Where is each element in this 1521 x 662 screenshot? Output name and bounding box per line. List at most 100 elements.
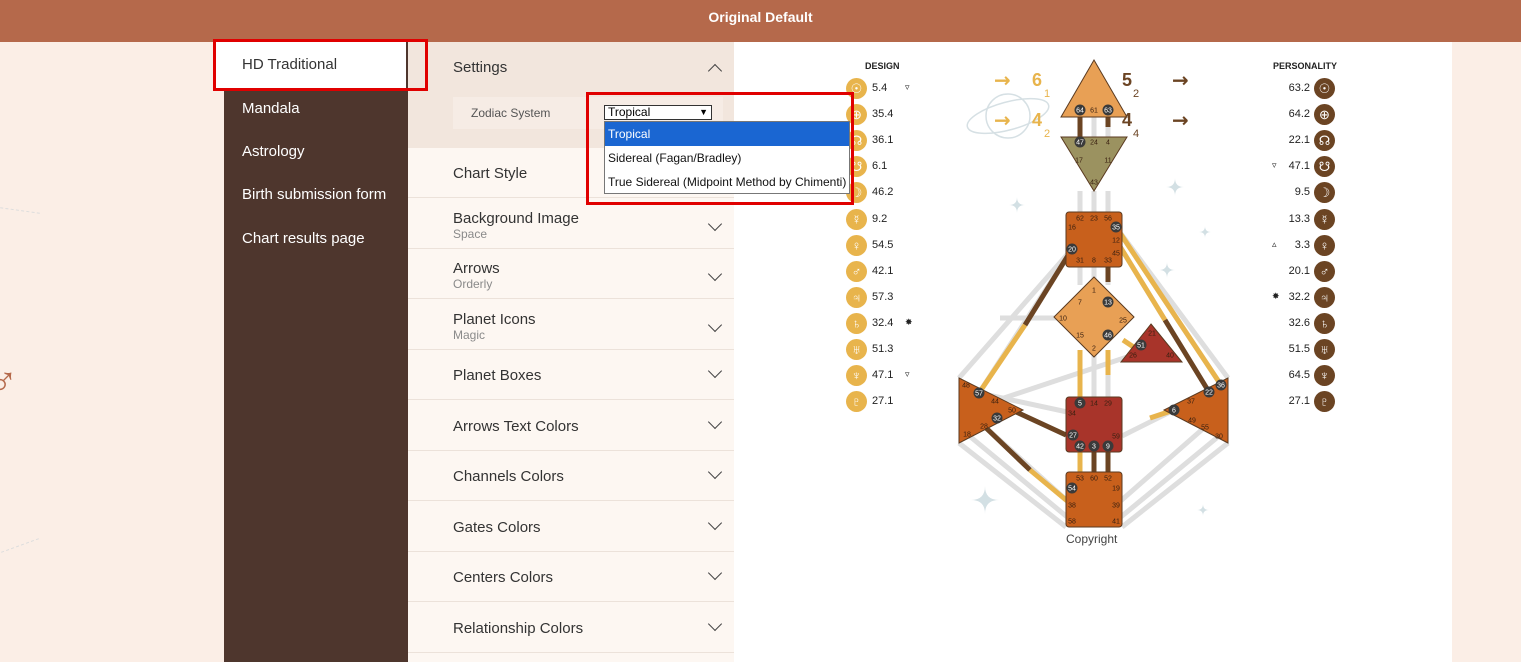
chevron-down-icon[interactable] (707, 515, 723, 530)
marker-icon: ✸ (1272, 290, 1280, 301)
personality-row-sun: 63.2 ☉ (1270, 78, 1336, 100)
sidebar-item-astrology[interactable]: Astrology (242, 143, 305, 160)
accordion-label: Chart Style (453, 165, 528, 182)
personality-value: 51.5 (1288, 343, 1310, 355)
marker-icon: ✸ (905, 316, 913, 327)
personality-row-south-node: ▿ 47.1 ☋ (1270, 156, 1336, 178)
chevron-down-icon[interactable] (707, 266, 723, 282)
accordion-label: Planet Boxes (453, 367, 542, 384)
accordion-label: Planet Icons (453, 310, 536, 328)
saturn-icon: ♄ (1314, 312, 1335, 334)
design-row-venus: ♀ 54.5 (846, 234, 926, 257)
marker-icon: ▿ (905, 82, 910, 92)
personality-row-north-node: 22.1 ☊ (1270, 130, 1336, 152)
accordion-label: Gates Colors (453, 518, 541, 536)
saturn-icon: ♄ (846, 312, 867, 334)
personality-row-saturn: 32.6 ♄ (1270, 312, 1336, 335)
chevron-down-icon[interactable] (707, 216, 723, 231)
accordion-channels-colors[interactable]: Channels Colors (408, 451, 734, 501)
personality-value: 32.6 (1288, 316, 1310, 329)
personality-row-earth: 64.2 ⊕ (1270, 104, 1336, 126)
accordion-arrows-text-colors[interactable]: Arrows Text Colors (408, 401, 734, 451)
design-value: 6.1 (872, 160, 888, 173)
accordion-label: Channels Colors (453, 468, 564, 485)
accordion-gates-colors[interactable]: Gates Colors (408, 502, 734, 552)
chevron-up-icon[interactable] (707, 63, 723, 79)
venus-icon: ♀ (1314, 234, 1335, 256)
design-value: 35.4 (872, 108, 894, 121)
sun-icon: ☉ (846, 78, 867, 99)
design-value: 32.4 (872, 316, 894, 329)
sidebar-item-birth-submission-form[interactable]: Birth submission form (242, 186, 387, 203)
decor-dash (0, 207, 40, 214)
jupiter-icon: ♃ (846, 286, 867, 308)
personality-row-jupiter: ✸ 32.2 ♃ (1270, 286, 1336, 309)
design-row-mercury: ☿ 9.2 (846, 208, 926, 231)
accordion-chart-style[interactable]: Chart Style (408, 148, 734, 198)
chevron-down-icon[interactable] (707, 464, 723, 480)
accordion-centers-colors[interactable]: Centers Colors (408, 552, 734, 602)
personality-value: 3.3 (1294, 238, 1310, 251)
accordion-label: Background Image (453, 209, 579, 227)
zodiac-system-select[interactable]: Tropical▼ (604, 105, 712, 120)
neptune-icon: ♆ (1314, 365, 1335, 387)
design-header: DESIGN (865, 61, 900, 71)
personality-value: 22.1 (1288, 134, 1310, 147)
accordion-label: Arrows (453, 260, 500, 277)
mars-icon: ♂ (846, 260, 867, 282)
pluto-icon: ♇ (846, 391, 867, 413)
design-value: 9.2 (872, 212, 888, 225)
chevron-down-icon[interactable] (707, 317, 723, 332)
accordion-relationship-colors[interactable]: Relationship Colors (408, 603, 734, 653)
option-true-sidereal[interactable]: True Sidereal (Midpoint Method by Chimen… (608, 175, 847, 189)
pluto-icon: ♇ (1314, 391, 1335, 413)
select-value: Tropical (608, 105, 651, 119)
settings-title[interactable]: Settings (453, 59, 508, 76)
chevron-down-icon[interactable] (707, 616, 723, 631)
chevron-down-icon[interactable] (707, 363, 723, 379)
accordion-value: Space (453, 226, 488, 241)
chevron-down-icon[interactable] (707, 565, 723, 581)
design-value: 54.5 (872, 238, 894, 251)
accordion-value: Magic (453, 327, 486, 342)
moon-icon: ☽ (1314, 182, 1335, 204)
design-value: 27.1 (872, 395, 894, 408)
design-row-north-node: ☊ 36.1 (846, 130, 926, 152)
accordion-planet-boxes[interactable]: Planet Boxes (408, 350, 734, 400)
personality-row-moon: 9.5 ☽ (1270, 182, 1336, 204)
design-row-sun: ☉ 5.4 ▿ (846, 78, 926, 100)
mercury-icon: ☿ (846, 208, 867, 230)
design-value: 51.3 (872, 343, 894, 355)
accordion-label: Arrows Text Colors (453, 417, 579, 435)
neptune-icon: ♆ (846, 365, 867, 387)
south-node-icon: ☋ (1314, 156, 1335, 178)
sidebar-item-chart-results-page[interactable]: Chart results page (242, 230, 365, 247)
sidebar-item-mandala[interactable]: Mandala (242, 100, 300, 117)
design-row-moon: ☽ 46.2 (846, 182, 926, 204)
chevron-down-icon[interactable] (707, 414, 723, 429)
marker-icon: ▵ (1272, 238, 1277, 249)
mars-icon: ♂ (1314, 260, 1335, 282)
accordion-value: Orderly (453, 277, 493, 291)
sidebar-item-label: HD Traditional (242, 56, 338, 73)
accordion-label: Centers Colors (453, 569, 554, 586)
personality-value: 64.5 (1288, 369, 1310, 382)
uranus-icon: ♅ (1314, 339, 1335, 360)
design-value: 42.1 (872, 264, 894, 277)
north-node-icon: ☊ (1314, 130, 1335, 152)
option-tropical[interactable]: Tropical (605, 122, 849, 146)
design-row-saturn: ♄ 32.4 ✸ (846, 312, 926, 335)
jupiter-icon: ♃ (1314, 286, 1335, 308)
option-sidereal-fagan-bradley[interactable]: Sidereal (Fagan/Bradley) (608, 151, 742, 165)
personality-row-neptune: 64.5 ♆ (1270, 365, 1336, 387)
sidebar-item-hd-traditional[interactable]: HD Traditional (216, 42, 406, 88)
marker-icon: ▿ (905, 369, 910, 380)
design-row-uranus: ♅ 51.3 (846, 339, 926, 361)
personality-value: 9.5 (1294, 186, 1310, 199)
personality-row-uranus: 51.5 ♅ (1270, 339, 1336, 361)
personality-row-venus: ▵ 3.3 ♀ (1270, 234, 1336, 257)
personality-value: 20.1 (1288, 264, 1310, 277)
